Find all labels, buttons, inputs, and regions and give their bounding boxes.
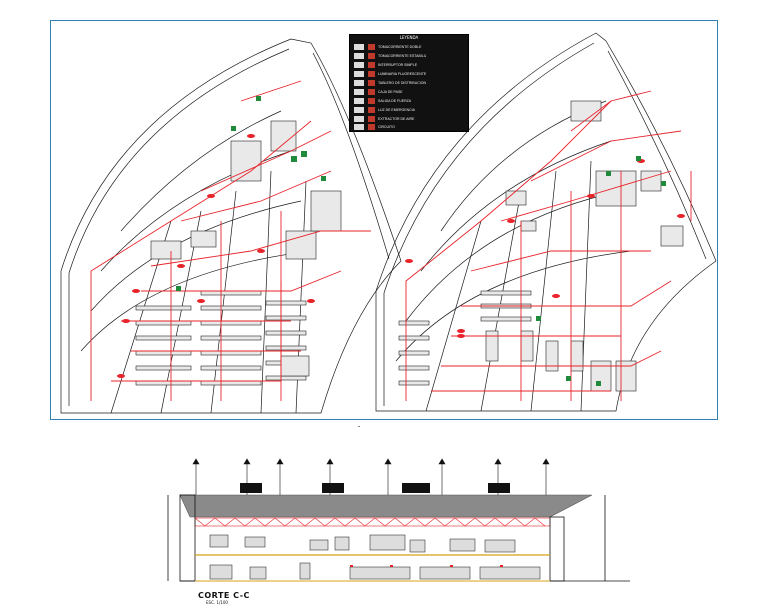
legend-row: EXTRACTOR DE AIRE <box>352 115 466 123</box>
legend-row: LUZ DE EMERGENCIA <box>352 106 466 114</box>
legend-row: CAJA DE PASE <box>352 88 466 96</box>
legend-swatch <box>368 98 375 104</box>
stray-mark <box>358 426 360 427</box>
legend-row: CIRCUITO <box>352 123 466 131</box>
right-wing-labels <box>405 159 685 338</box>
legend-swatch <box>368 124 375 130</box>
legend-symbol <box>354 62 364 68</box>
roof <box>179 494 593 518</box>
left-wing-furniture <box>135 120 342 386</box>
legend-row: SALIDA DE FUERZA <box>352 97 466 105</box>
legend-row-text: TABLERO DE DISTRIBUCION <box>378 81 426 85</box>
legend-swatch <box>368 107 375 113</box>
section-c-c <box>167 458 630 582</box>
legend-symbol <box>354 98 364 104</box>
right-wing-circuits <box>405 90 692 401</box>
legend-row: TOMACORRIENTE DOBLE <box>352 43 466 51</box>
legend-row: TABLERO DE DISTRIBUCION <box>352 79 466 87</box>
legend-row-text: SALIDA DE FUERZA <box>378 99 412 103</box>
legend-row: TOMACORRIENTE ESTABILIZADO <box>352 52 466 60</box>
legend-row: LUMINARIA FLUORESCENTE <box>352 70 466 78</box>
legend-swatch <box>368 62 375 68</box>
right-wing-green <box>536 156 666 386</box>
legend-row-text: INTERRUPTOR SIMPLE <box>378 63 418 67</box>
left-wing-circuits <box>90 80 371 401</box>
legend-row-text: LUZ DE EMERGENCIA <box>378 108 415 112</box>
legend-symbol <box>354 44 364 50</box>
legend-row-text: LUMINARIA FLUORESCENTE <box>378 72 426 76</box>
legend-swatch <box>368 71 375 77</box>
plan-frame: LEYENDA TOMACORRIENTE DOBLE TOMACORRIENT… <box>50 20 718 420</box>
legend-swatch <box>368 116 375 122</box>
legend-table: LEYENDA TOMACORRIENTE DOBLE TOMACORRIENT… <box>349 34 469 132</box>
section-interior <box>209 534 541 580</box>
section-scale: ESC. 1/100 <box>206 600 228 605</box>
legend-swatch <box>368 89 375 95</box>
legend-symbol <box>354 89 364 95</box>
roof-truss <box>194 517 551 527</box>
floor-plans <box>60 32 717 414</box>
legend-row-text: CAJA DE PASE <box>378 90 403 94</box>
legend-row-text: EXTRACTOR DE AIRE <box>378 117 415 121</box>
legend-symbol <box>354 71 364 77</box>
legend-row-text: TOMACORRIENTE DOBLE <box>378 45 422 49</box>
section-annotations <box>350 565 503 567</box>
legend-symbol <box>354 116 364 122</box>
legend-symbol <box>354 53 364 59</box>
left-wing-labels <box>117 134 315 378</box>
legend-row: INTERRUPTOR SIMPLE <box>352 61 466 69</box>
left-wing-green <box>176 96 326 291</box>
roof-units <box>240 483 510 493</box>
legend-swatch <box>368 80 375 86</box>
legend-title: LEYENDA <box>399 35 419 40</box>
legend-swatch <box>368 53 375 59</box>
legend-symbol <box>354 80 364 86</box>
legend-symbol <box>354 124 364 130</box>
legend-row-text: TOMACORRIENTE ESTABILIZADO <box>378 54 426 58</box>
legend-swatch <box>368 44 375 50</box>
right-wing-plan <box>375 32 717 412</box>
legend-row-text: CIRCUITO <box>378 125 395 129</box>
right-wing-furniture <box>398 100 684 392</box>
legend-symbol <box>354 107 364 113</box>
section-title: CORTE C-C <box>198 591 250 600</box>
